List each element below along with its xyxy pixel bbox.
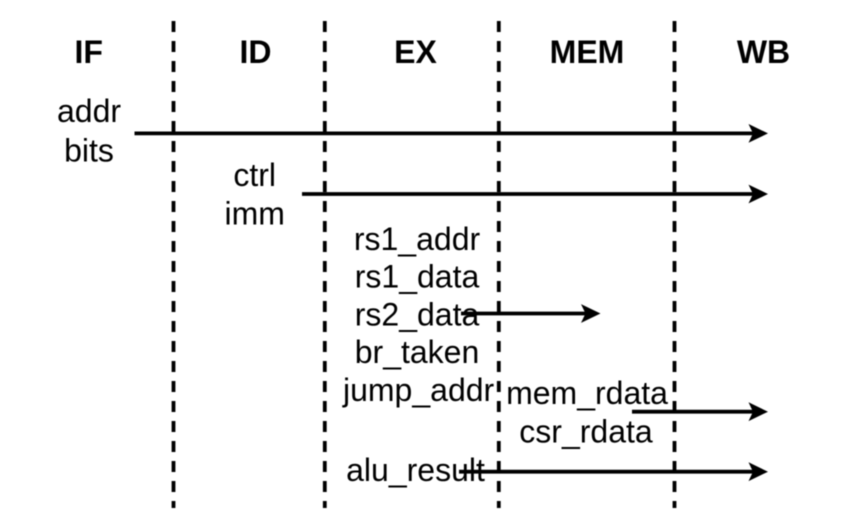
svg-text:rs2_data: rs2_data [355, 296, 480, 332]
svg-text:IF: IF [74, 34, 102, 70]
svg-text:rs1_addr: rs1_addr [354, 221, 481, 257]
svg-text:rs1_data: rs1_data [355, 259, 480, 295]
svg-text:EX: EX [394, 34, 437, 70]
svg-text:mem_rdata: mem_rdata [506, 375, 668, 411]
svg-text:br_taken: br_taken [355, 334, 480, 370]
svg-text:addr: addr [57, 93, 121, 129]
svg-text:ID: ID [240, 34, 272, 70]
svg-text:jump_addr: jump_addr [342, 372, 495, 408]
svg-text:MEM: MEM [550, 34, 625, 70]
svg-text:csr_rdata: csr_rdata [519, 414, 653, 450]
svg-text:WB: WB [737, 34, 790, 70]
svg-text:bits: bits [64, 133, 114, 169]
svg-text:ctrl: ctrl [233, 157, 276, 193]
svg-text:imm: imm [224, 196, 284, 232]
